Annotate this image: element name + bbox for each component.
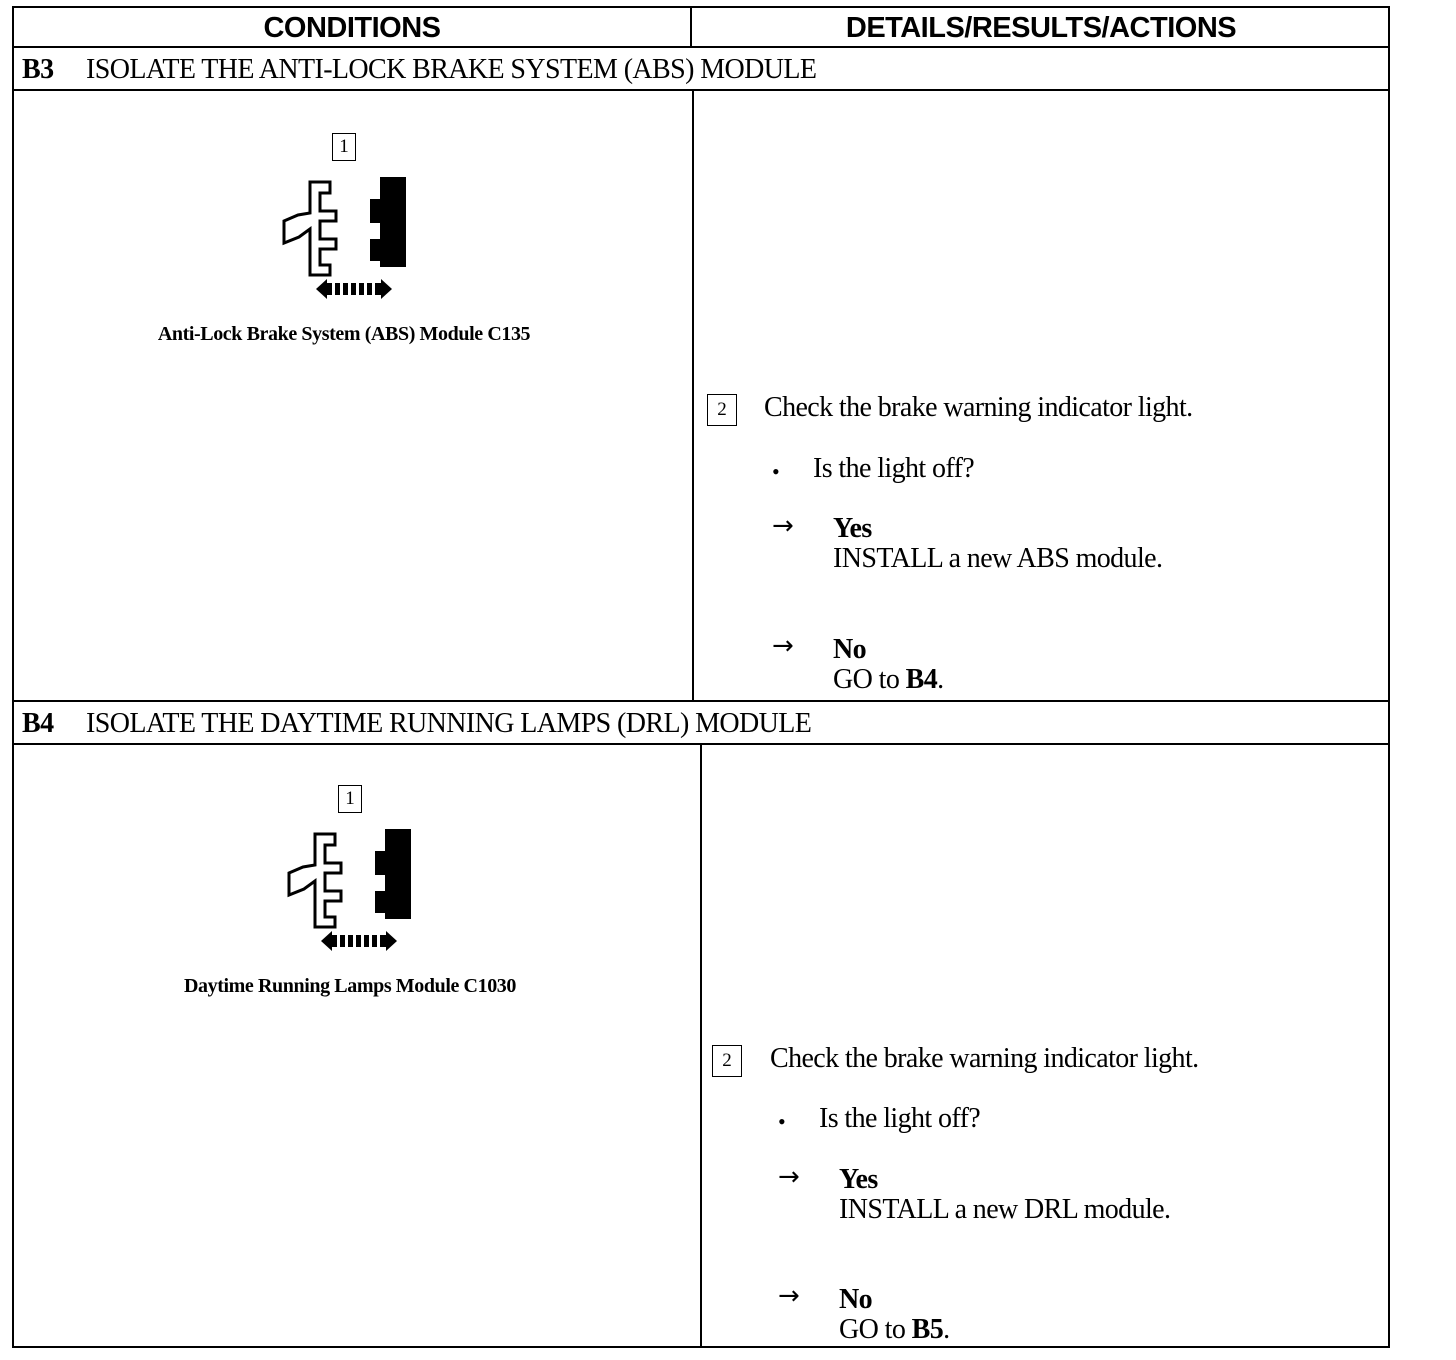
instruction-text: Check the brake warning indicator light.	[770, 1043, 1199, 1074]
instruction-text: Check the brake warning indicator light.	[764, 392, 1193, 423]
column-divider	[692, 91, 694, 701]
conditions-cell: 1 Anti-Lock Brake System (ABS) Module C1…	[14, 91, 692, 701]
arrow-right-icon: →	[772, 631, 794, 661]
section-b3-body: 1 Anti-Lock Brake System (ABS) Module C1…	[14, 91, 1388, 701]
bullet-icon: •	[772, 459, 780, 484]
yes-label: Yes	[833, 513, 872, 544]
section-id: B4	[22, 708, 54, 739]
section-title-text: ISOLATE THE DAYTIME RUNNING LAMPS (DRL) …	[86, 708, 812, 739]
no-action: GO to B5.	[839, 1314, 950, 1346]
yes-action: INSTALL a new ABS module.	[833, 543, 1163, 574]
step-number-box: 1	[332, 133, 356, 161]
table-header: CONDITIONS DETAILS/RESULTS/ACTIONS	[14, 8, 1388, 48]
step-number-box: 2	[712, 1045, 742, 1077]
column-divider	[700, 745, 702, 1348]
no-action-target: B5	[911, 1314, 944, 1345]
yes-label: Yes	[839, 1164, 878, 1195]
no-label: No	[839, 1284, 873, 1315]
arrow-right-icon: →	[778, 1281, 800, 1311]
no-action-suffix: .	[943, 1314, 950, 1345]
connector-caption: Anti-Lock Brake System (ABS) Module C135	[157, 323, 531, 345]
arrow-right-icon: →	[772, 511, 794, 541]
details-cell: 2 Check the brake warning indicator ligh…	[694, 91, 1390, 701]
details-cell: 2 Check the brake warning indicator ligh…	[702, 745, 1390, 1348]
question-text: Is the light off?	[819, 1103, 981, 1134]
arrow-right-icon: →	[778, 1162, 800, 1192]
section-b4-title: B4 ISOLATE THE DAYTIME RUNNING LAMPS (DR…	[14, 702, 1388, 745]
no-action-suffix: .	[937, 664, 944, 695]
details-header: DETAILS/RESULTS/ACTIONS	[845, 12, 1237, 44]
connector-caption: Daytime Running Lamps Module C1030	[184, 975, 516, 997]
row-separator	[14, 700, 1388, 702]
question-text: Is the light off?	[813, 453, 975, 484]
connector-disconnect-icon	[282, 177, 406, 299]
conditions-header: CONDITIONS	[14, 8, 692, 46]
section-b3-title: B3 ISOLATE THE ANTI-LOCK BRAKE SYSTEM (A…	[14, 48, 1388, 91]
step-number-box: 1	[338, 785, 362, 813]
section-b4-body: 1 Daytime Running Lamps Module C1030 2 C…	[14, 745, 1388, 1348]
diagnostic-table: CONDITIONS DETAILS/RESULTS/ACTIONS B3 IS…	[12, 6, 1390, 1348]
no-action-target: B4	[905, 664, 938, 695]
section-title-text: ISOLATE THE ANTI-LOCK BRAKE SYSTEM (ABS)…	[86, 54, 817, 85]
section-id: B3	[22, 54, 54, 85]
conditions-cell: 1 Daytime Running Lamps Module C1030	[14, 745, 700, 1348]
no-action-prefix: GO to	[833, 664, 906, 695]
step-number-box: 2	[707, 394, 737, 426]
yes-action: INSTALL a new DRL module.	[839, 1194, 1171, 1225]
no-action: GO to B4.	[833, 664, 944, 696]
connector-disconnect-icon	[287, 829, 411, 951]
no-label: No	[833, 634, 867, 665]
bullet-icon: •	[778, 1109, 786, 1134]
no-action-prefix: GO to	[839, 1314, 912, 1345]
